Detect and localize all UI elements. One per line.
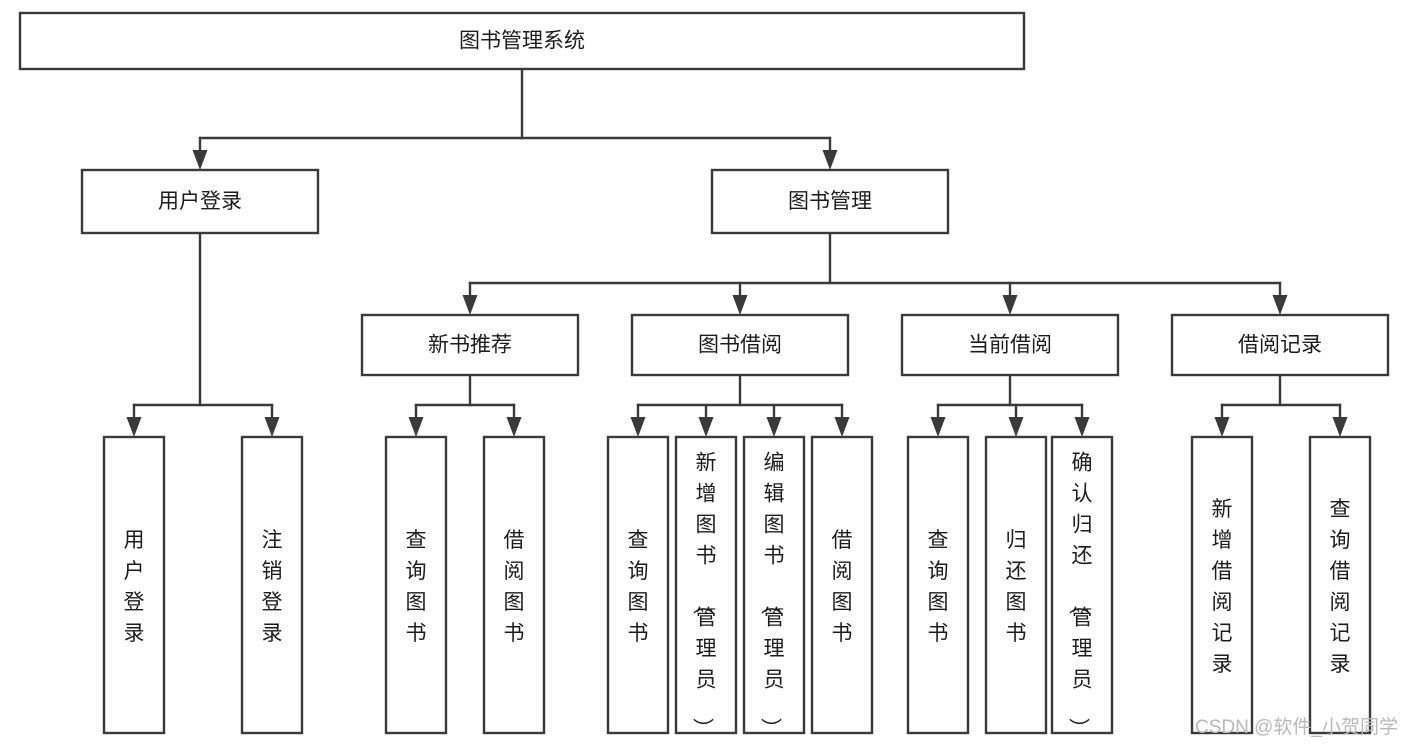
node-leaf-edit-book[interactable]: 编辑图书（管理员） bbox=[742, 435, 806, 739]
node-label: 借阅图书 bbox=[832, 529, 853, 645]
connector-group-root bbox=[192, 67, 838, 170]
node-label: 编辑图书（管理员） bbox=[759, 452, 785, 739]
node-user-login[interactable]: 用户登录 bbox=[80, 168, 320, 235]
node-label: 新增图书（管理员） bbox=[691, 452, 717, 739]
node-label: 用户登录 bbox=[124, 529, 145, 645]
connector-group-user-login bbox=[126, 231, 280, 437]
node-root[interactable]: 图书管理系统 bbox=[18, 11, 1026, 71]
node-label: 当前借阅 bbox=[968, 334, 1052, 357]
node-label: 借阅图书 bbox=[504, 529, 525, 645]
node-leaf-query-book-current[interactable]: 查询图书 bbox=[906, 435, 970, 735]
node-leaf-user-login[interactable]: 用户登录 bbox=[102, 435, 166, 735]
node-leaf-query-book-borrow[interactable]: 查询图书 bbox=[606, 435, 670, 735]
node-label: 查询图书 bbox=[628, 529, 649, 645]
node-label: 图书借阅 bbox=[698, 334, 782, 357]
node-book-borrow[interactable]: 图书借阅 bbox=[630, 313, 850, 377]
node-label: 查询图书 bbox=[928, 529, 949, 645]
node-label: 确认归还（管理员） bbox=[1067, 452, 1093, 739]
node-label: 查询借阅记录 bbox=[1330, 498, 1351, 676]
connector-layer bbox=[126, 67, 1348, 437]
node-label: 图书管理 bbox=[788, 190, 872, 213]
csdn-watermark: CSDN @软件_小贺同学 bbox=[1195, 716, 1398, 738]
connector-group-new-book-recommend bbox=[408, 373, 522, 437]
node-borrow-record[interactable]: 借阅记录 bbox=[1170, 313, 1390, 377]
node-label: 查询图书 bbox=[406, 529, 427, 645]
node-leaf-query-borrow-record[interactable]: 查询借阅记录 bbox=[1308, 435, 1372, 735]
node-label: 用户登录 bbox=[158, 190, 242, 213]
node-book-manage[interactable]: 图书管理 bbox=[710, 168, 950, 235]
connector-group-book-borrow bbox=[630, 373, 850, 437]
connector-group-book-manage bbox=[462, 231, 1288, 315]
node-leaf-confirm-return[interactable]: 确认归还（管理员） bbox=[1050, 435, 1114, 739]
connector-group-current-borrow bbox=[930, 373, 1090, 437]
node-label: 注销登录 bbox=[262, 529, 283, 645]
node-leaf-borrow-book[interactable]: 借阅图书 bbox=[810, 435, 874, 735]
node-leaf-borrow-book-recommend[interactable]: 借阅图书 bbox=[482, 435, 546, 735]
node-leaf-return-book[interactable]: 归还图书 bbox=[984, 435, 1048, 735]
node-leaf-add-book[interactable]: 新增图书（管理员） bbox=[674, 435, 738, 739]
node-leaf-query-book-recommend[interactable]: 查询图书 bbox=[384, 435, 448, 735]
node-label: 新增借阅记录 bbox=[1212, 498, 1233, 676]
node-label: 借阅记录 bbox=[1238, 334, 1322, 357]
node-layer: 图书管理系统用户登录图书管理新书推荐图书借阅当前借阅借阅记录用户登录注销登录查询… bbox=[18, 11, 1390, 739]
connector-group-borrow-record bbox=[1214, 373, 1348, 437]
node-leaf-logout[interactable]: 注销登录 bbox=[240, 435, 304, 735]
node-leaf-add-borrow-record[interactable]: 新增借阅记录 bbox=[1190, 435, 1254, 735]
node-current-borrow[interactable]: 当前借阅 bbox=[900, 313, 1120, 377]
node-label: 图书管理系统 bbox=[459, 30, 585, 53]
node-label: 归还图书 bbox=[1006, 529, 1027, 645]
node-new-book-recommend[interactable]: 新书推荐 bbox=[360, 313, 580, 377]
node-label: 新书推荐 bbox=[428, 334, 512, 357]
